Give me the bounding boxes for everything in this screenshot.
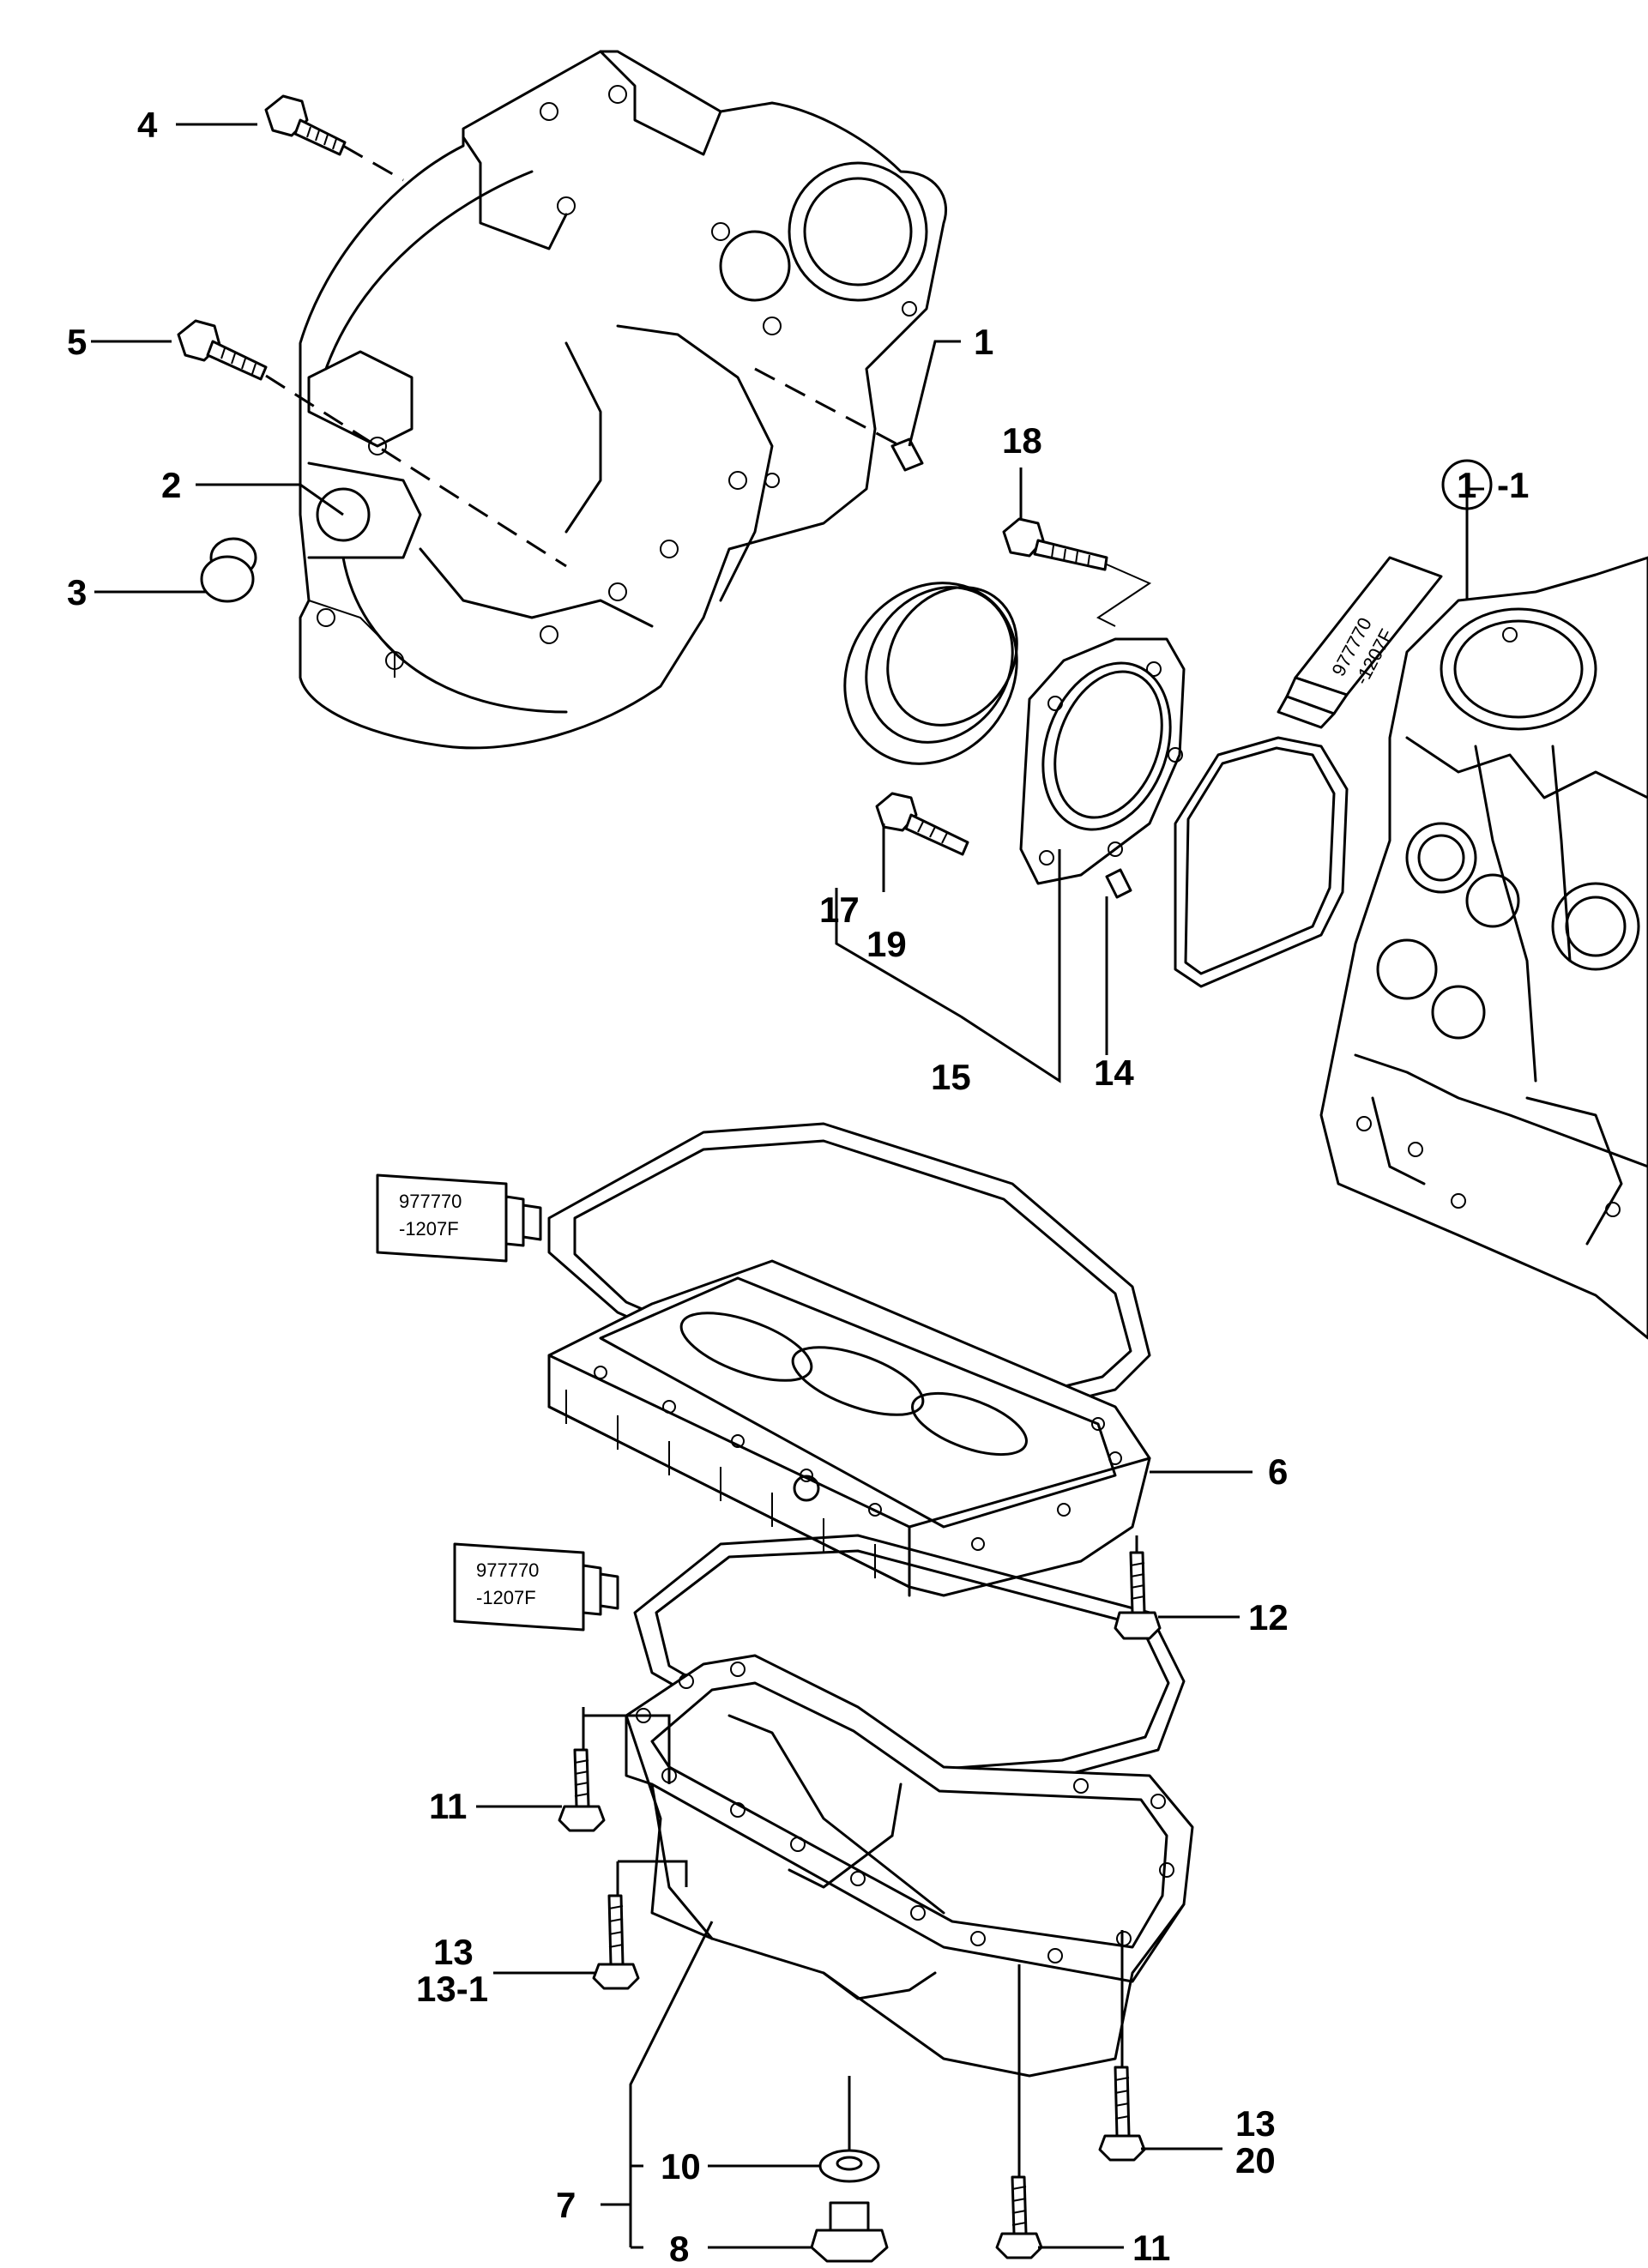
callout-13-left: 13: [433, 1932, 474, 1972]
bolt-11-left: [558, 1748, 606, 1832]
bolt-5: [177, 319, 268, 381]
guide-line: [618, 1860, 688, 1887]
callout-ref-1-suffix: -1: [1497, 465, 1529, 505]
callout-6: 6: [1268, 1451, 1288, 1492]
bolt-11-bottom: [995, 2175, 1043, 2259]
callout-11-bottom: 11: [1132, 2228, 1170, 2268]
washer-10: [818, 2149, 880, 2183]
align-line: [1096, 564, 1152, 627]
callout-7: 7: [556, 2185, 576, 2225]
callout-19: 19: [866, 924, 907, 964]
bolt-13-right: [1098, 2066, 1146, 2162]
bolt-4: [264, 94, 347, 156]
drain-plug-8: [810, 2201, 889, 2263]
cylinder-block: [1319, 556, 1648, 1340]
rear-gasket: [1174, 736, 1349, 988]
callout-12: 12: [1248, 1597, 1289, 1638]
callout-11-left: 11: [429, 1786, 467, 1826]
callout-5: 5: [67, 322, 87, 362]
leader-lines: [91, 123, 1484, 2249]
dowel-pin-1: [890, 437, 924, 472]
callout-8: 8: [669, 2229, 689, 2268]
callout-ref-1: 1: [1457, 465, 1476, 505]
callout-4: 4: [137, 105, 158, 145]
bolt-12: [1114, 1551, 1162, 1640]
reference-circle: [1441, 459, 1493, 510]
guide-line: [583, 1714, 671, 1784]
bolt-19: [875, 792, 969, 856]
upper-gasket: [547, 1122, 1151, 1426]
bolt-18: [1002, 517, 1108, 571]
bolt-13-left: [592, 1894, 640, 1990]
callout-13-right: 13: [1235, 2103, 1276, 2144]
callout-2: 2: [161, 465, 181, 505]
callout-20: 20: [1235, 2140, 1276, 2181]
callout-17: 17: [819, 890, 860, 930]
callout-10: 10: [661, 2146, 701, 2187]
dowel-pin-14: [1105, 868, 1132, 899]
callout-14: 14: [1094, 1053, 1134, 1093]
align-line: [342, 144, 404, 182]
plug-3: [200, 537, 257, 603]
sealant-tube-1: [1277, 556, 1443, 729]
align-line: [265, 374, 567, 568]
sealant-tube-3: [453, 1542, 619, 1632]
tube-label-3b: -1207F: [476, 1587, 536, 1608]
callout-3: 3: [67, 572, 87, 612]
tube-label-2: 977770: [399, 1191, 462, 1212]
tube-label-2b: -1207F: [399, 1218, 459, 1240]
callout-18: 18: [1002, 420, 1042, 461]
oil-pan-7: [625, 1654, 1194, 2078]
callout-15: 15: [931, 1057, 971, 1097]
align-line: [754, 367, 902, 448]
oil-seal-17: [843, 582, 1018, 765]
seal-holder-15: [1019, 637, 1186, 885]
callout-1: 1: [974, 322, 993, 362]
callout-13-1: 13-1: [416, 1969, 488, 2009]
sealant-tube-2: [376, 1173, 542, 1263]
flywheel-housing: [299, 50, 948, 750]
tube-label-3: 977770: [476, 1559, 539, 1581]
oil-pan-upper-6: [547, 1259, 1151, 1597]
